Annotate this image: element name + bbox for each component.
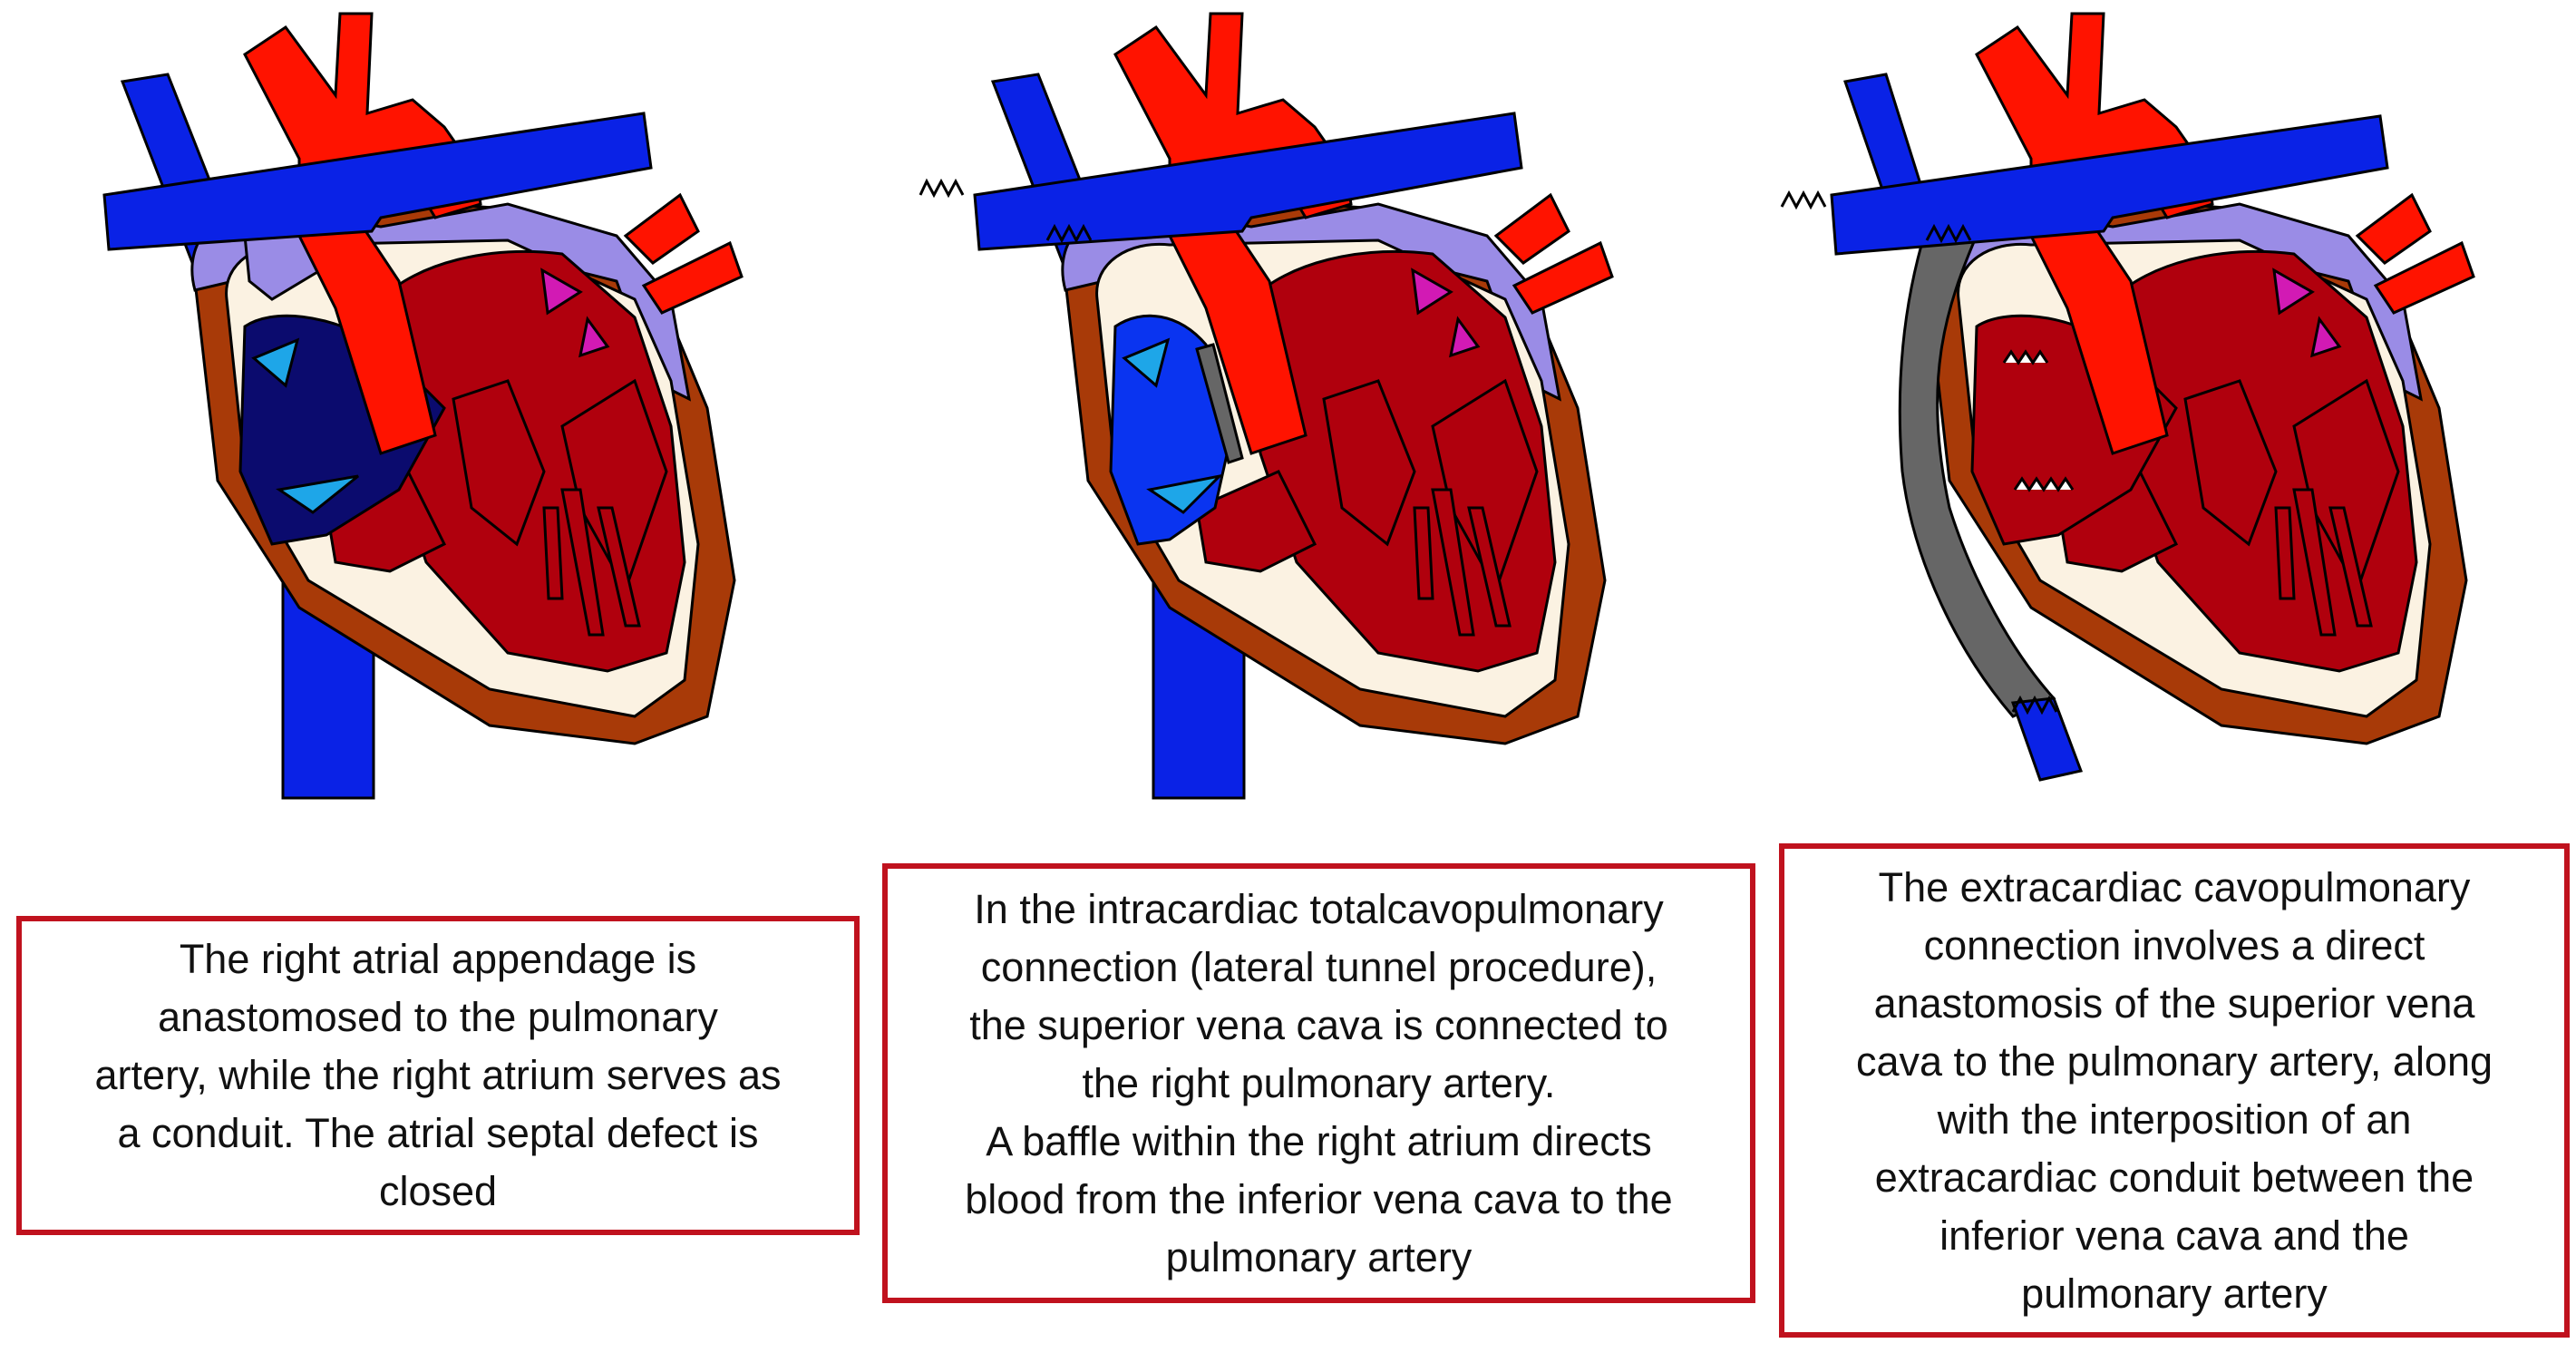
- caption-line: inferior vena cava and the: [1939, 1212, 2409, 1259]
- suture-mark: [2002, 349, 2049, 365]
- triangle-valve-icon: [276, 474, 359, 514]
- caption-line: A baffle within the right atrium directs: [986, 1117, 1652, 1164]
- caption-line: pulmonary artery: [1165, 1233, 1473, 1280]
- caption-line: anastomosis of the superior vena: [1873, 979, 2475, 1027]
- caption-text-lateral-tunnel: In the intracardiac totalcavopulmonary c…: [965, 881, 1672, 1287]
- caption-box-appendage: The right atrial appendage is anastomose…: [16, 916, 860, 1235]
- caption-line: artery, while the right atrium serves as: [94, 1052, 782, 1098]
- caption-line: the right pulmonary artery.: [1082, 1059, 1556, 1106]
- caption-line: cava to the pulmonary artery, along: [1855, 1037, 2493, 1085]
- caption-line: connection involves a direct: [1923, 921, 2425, 969]
- heart-illustration-extracardiac: [1780, 12, 2475, 782]
- caption-box-extracardiac: The extracardiac cavopulmonary connectio…: [1779, 843, 2570, 1338]
- heart-illustration-appendage: [102, 12, 744, 800]
- suture-mark: [1045, 223, 1093, 244]
- caption-line: the superior vena cava is connected to: [969, 1001, 1668, 1048]
- caption-line: anastomosed to the pulmonary: [158, 994, 718, 1040]
- intracardiac-baffle: [1195, 343, 1244, 464]
- caption-line: pulmonary artery: [2021, 1270, 2328, 1317]
- suture-mark: [1925, 223, 1972, 244]
- pulmonary-artery: [1830, 114, 2389, 256]
- suture-mark: [919, 178, 965, 199]
- caption-text-appendage: The right atrial appendage is anastomose…: [95, 930, 782, 1221]
- pulmonary-artery: [973, 112, 1523, 251]
- caption-line: a conduit. The atrial septal defect is: [117, 1110, 759, 1156]
- caption-line: The extracardiac cavopulmonary: [1878, 863, 2471, 910]
- caption-line: connection (lateral tunnel procedure),: [980, 943, 1657, 990]
- tricuspid-valve-icon: [1122, 337, 1171, 388]
- suture-mark: [2013, 476, 2075, 492]
- caption-line: closed: [378, 1168, 498, 1214]
- caption-line: blood from the inferior vena cava to the: [965, 1175, 1673, 1222]
- suture-mark: [1780, 190, 1827, 210]
- caption-box-lateral-tunnel: In the intracardiac totalcavopulmonary c…: [882, 863, 1755, 1303]
- caption-line: In the intracardiac totalcavopulmonary: [974, 885, 1664, 932]
- caption-line: The right atrial appendage is: [179, 936, 697, 982]
- tricuspid-valve-icon: [251, 337, 300, 388]
- suture-mark: [2011, 695, 2058, 715]
- caption-text-extracardiac: The extracardiac cavopulmonary connectio…: [1856, 859, 2493, 1323]
- inferior-vena-cava: [2010, 696, 2084, 782]
- heart-illustration-lateral-tunnel: [919, 12, 1614, 800]
- triangle-valve-icon: [1146, 473, 1224, 514]
- pulmonary-artery: [102, 112, 653, 251]
- caption-line: with the interposition of an: [1937, 1095, 2412, 1143]
- caption-line: extracardiac conduit between the: [1874, 1153, 2474, 1201]
